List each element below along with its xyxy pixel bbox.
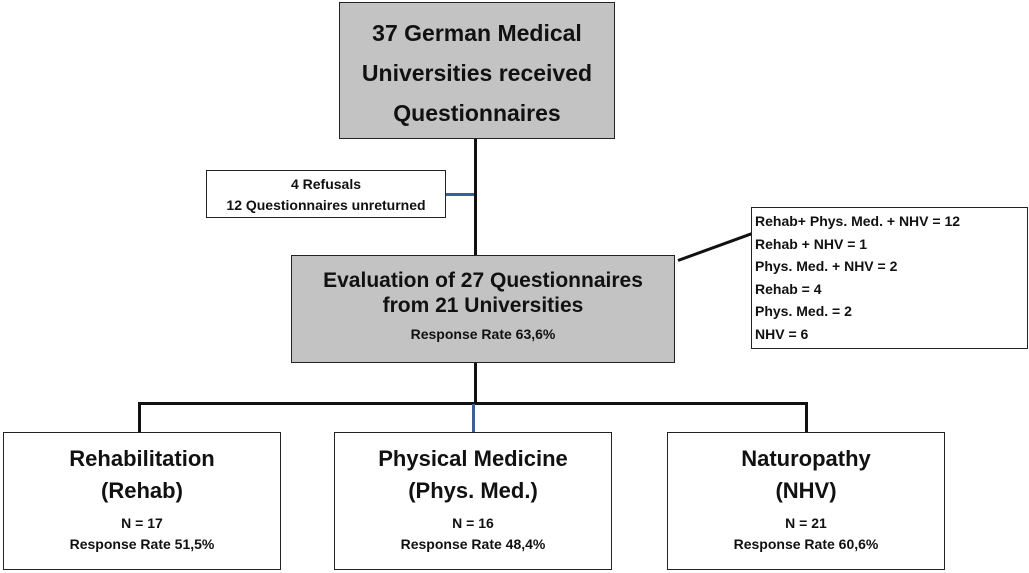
group-n: N = 16: [452, 515, 494, 531]
combo-item: Phys. Med. + NHV = 2: [755, 258, 898, 274]
unreturned-text: 12 Questionnaires unreturned: [226, 197, 426, 213]
top-line-1: 37 German Medical: [372, 20, 582, 46]
group-abbr: (Phys. Med.): [408, 478, 538, 503]
group-abbr: (NHV): [775, 478, 837, 503]
combo-item: Phys. Med. = 2: [755, 303, 852, 319]
connector-refusals: [446, 193, 474, 196]
top-line-3: Questionnaires: [393, 100, 561, 126]
connector-to-physmed: [472, 404, 475, 432]
top-line-2: Universities received: [361, 60, 593, 86]
connector-top-to-eval: [474, 139, 477, 255]
group-rate: Response Rate 51,5%: [69, 536, 215, 552]
evaluation-line-2: from 21 Universities: [382, 294, 584, 317]
group-rate: Response Rate 60,6%: [733, 536, 879, 552]
box-evaluation: Evaluation of 27 Questionnaires from 21 …: [291, 255, 675, 363]
box-rehabilitation: Rehabilitation (Rehab) N = 17 Response R…: [3, 432, 281, 570]
combo-item: Rehab+ Phys. Med. + NHV = 12: [755, 213, 961, 229]
box-physical-medicine: Physical Medicine (Phys. Med.) N = 16 Re…: [334, 432, 612, 570]
box-naturopathy: Naturopathy (NHV) N = 21 Response Rate 6…: [667, 432, 945, 570]
box-universities: 37 German Medical Universities received …: [339, 2, 615, 139]
connector-eval-down: [474, 363, 477, 403]
evaluation-rate: Response Rate 63,6%: [410, 326, 556, 342]
connector-to-nhv: [805, 402, 808, 432]
group-n: N = 17: [121, 515, 163, 531]
group-n: N = 21: [785, 515, 827, 531]
box-excluded: 4 Refusals 12 Questionnaires unreturned: [206, 170, 446, 218]
connector-horizontal: [138, 402, 808, 405]
connector-combinations: [677, 231, 755, 262]
evaluation-line-1: Evaluation of 27 Questionnaires: [323, 269, 643, 292]
group-title: Naturopathy: [741, 446, 871, 471]
group-title: Rehabilitation: [69, 446, 215, 471]
group-title: Physical Medicine: [378, 446, 568, 471]
refusals-text: 4 Refusals: [290, 176, 362, 192]
connector-to-rehab: [138, 402, 141, 432]
box-combinations: Rehab+ Phys. Med. + NHV = 12 Rehab + NHV…: [751, 207, 1028, 349]
group-abbr: (Rehab): [101, 478, 183, 503]
combo-item: Rehab = 4: [755, 280, 822, 297]
combo-item: NHV = 6: [755, 325, 809, 342]
group-rate: Response Rate 48,4%: [400, 536, 546, 552]
combo-item: Rehab + NHV = 1: [755, 235, 868, 252]
